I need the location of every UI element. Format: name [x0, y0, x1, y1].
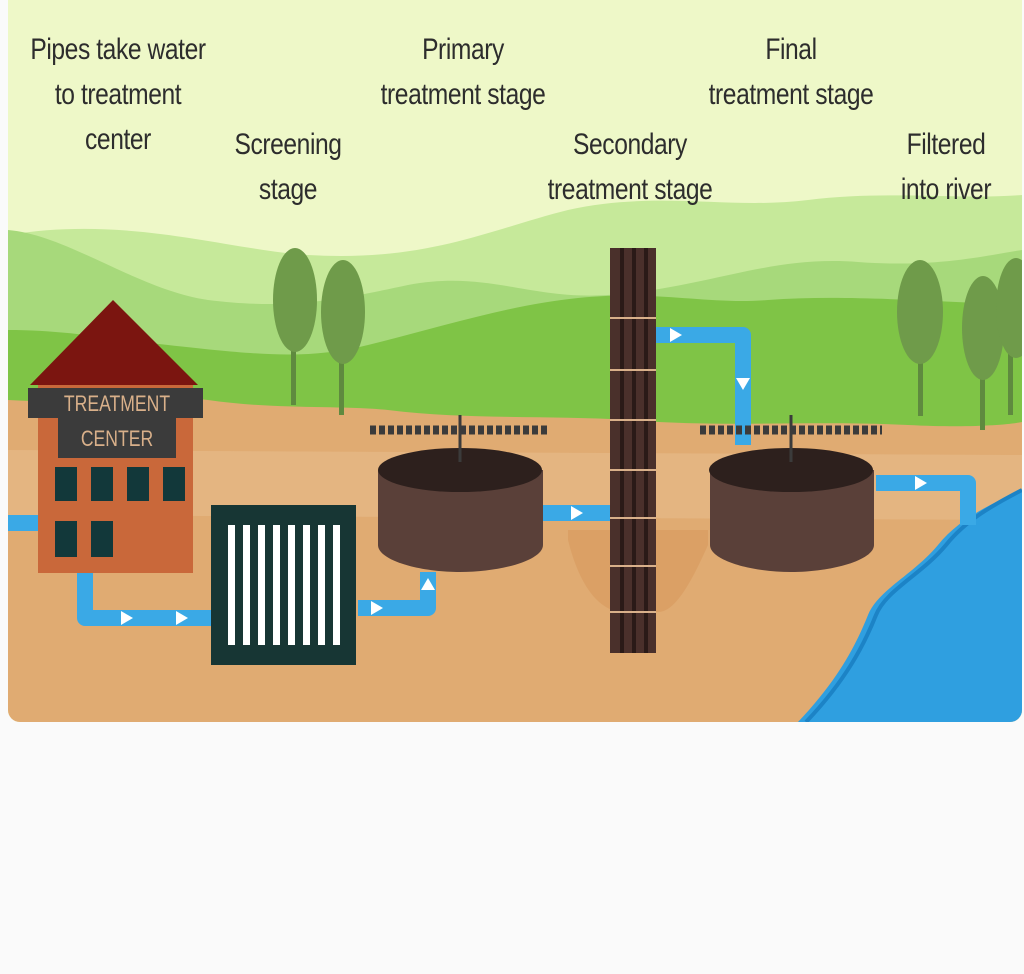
label-pipes: Pipes take water to treatment center [30, 33, 206, 156]
primary-tank [370, 415, 550, 572]
final-tank [700, 415, 882, 572]
diagram-card: TREATMENT CENTER [8, 0, 1022, 722]
river [798, 490, 1022, 722]
label-screening: Screening stage [234, 128, 342, 206]
label-filtered: Filtered into river [900, 128, 992, 206]
building-sign-line1: TREATMENT [64, 392, 170, 416]
trees-right [897, 258, 1022, 430]
screening-grate [211, 505, 356, 665]
building-sign-line2: CENTER [81, 427, 153, 451]
water-treatment-illustration: TREATMENT CENTER [8, 0, 1022, 722]
flow-arrows [121, 328, 927, 625]
secondary-filter-column [610, 248, 656, 653]
label-final: Final treatment stage [708, 33, 874, 111]
river-edge [804, 488, 1022, 722]
label-primary: Primary treatment stage [380, 33, 546, 111]
label-secondary: Secondary treatment stage [547, 128, 713, 206]
trees-left [273, 248, 365, 415]
treatment-center-building: TREATMENT CENTER [28, 300, 203, 573]
